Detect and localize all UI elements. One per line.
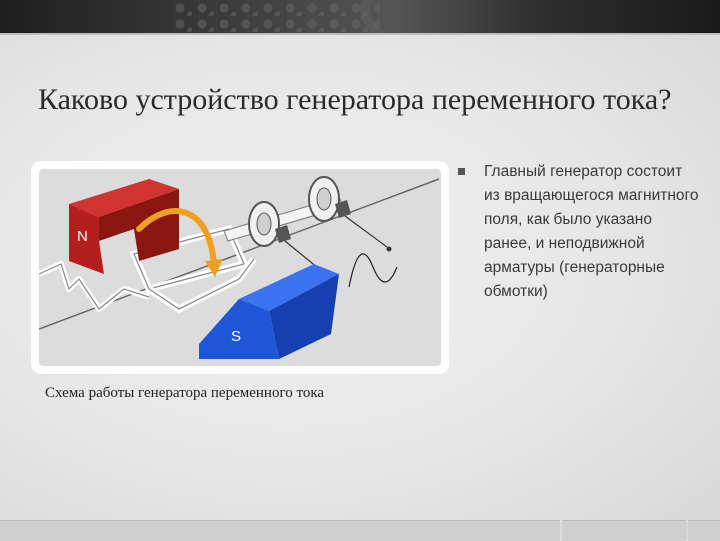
rotation-arrow (136, 208, 217, 267)
slide-title: Каково устройство генератора переменного… (38, 83, 672, 116)
diagram-canvas: N S (39, 169, 441, 366)
footer-bar-3 (688, 520, 720, 541)
south-magnet-top (239, 264, 339, 311)
figure-caption: Схема работы генератора переменного тока (45, 385, 325, 401)
header-divider (0, 33, 720, 35)
brush-1 (275, 225, 291, 243)
hex-pattern (170, 0, 380, 33)
rotation-arrowhead (205, 259, 223, 277)
ac-waveform (348, 253, 398, 288)
south-label: S (231, 328, 241, 345)
south-magnet-side (269, 274, 339, 359)
north-label: N (77, 228, 88, 245)
tire-graphic (360, 0, 720, 33)
bullet-item: Главный генератор состоит из вращающегос… (484, 163, 699, 300)
north-magnet-top (69, 179, 179, 217)
bullet-marker-icon (458, 168, 465, 175)
south-magnet-front (199, 299, 279, 359)
generator-diagram: N S (35, 165, 445, 370)
north-magnet-front (69, 204, 104, 274)
brush-2 (335, 200, 351, 218)
generator-illustration: N S (39, 176, 440, 359)
top-decorative-band (0, 0, 720, 33)
footer-bar-2 (562, 520, 686, 541)
brush-lead-2 (344, 215, 388, 248)
footer-bar-1 (0, 520, 560, 541)
